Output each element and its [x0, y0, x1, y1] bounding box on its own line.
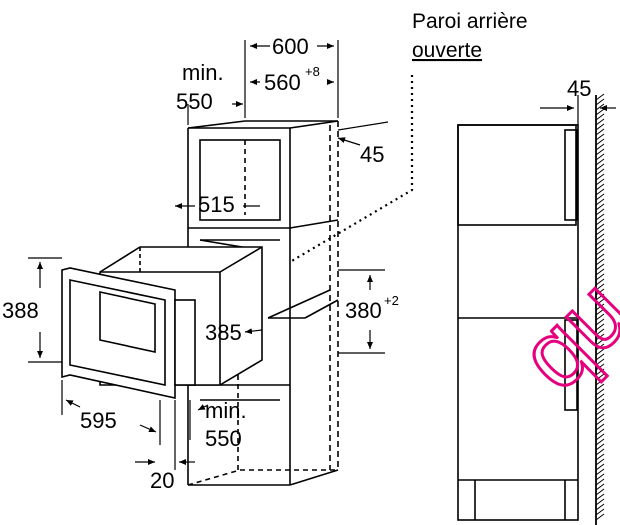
dim-min-bottom-value: 550	[205, 426, 242, 451]
side-view-cabinet	[457, 124, 579, 521]
dim-595: 595	[80, 408, 117, 433]
dim-20: 20	[150, 468, 174, 493]
dim-45-top: 45	[360, 142, 384, 167]
dim-min-top-value: 550	[176, 89, 213, 114]
wall-hatching	[595, 93, 605, 525]
open-back-leader	[289, 75, 414, 263]
side-dimension	[540, 95, 616, 125]
dim-min-bottom-label: min.	[205, 398, 247, 423]
dim-388: 388	[2, 298, 39, 323]
dim-560: 560	[264, 70, 301, 95]
dim-385: 385	[205, 320, 242, 345]
watermark-text: qu	[499, 259, 620, 410]
dim-45-side: 45	[567, 76, 591, 101]
dim-min-top-label: min.	[182, 60, 224, 85]
dim-600: 600	[272, 34, 309, 59]
open-back-label-line2: ouverte	[412, 39, 482, 62]
dimension-lines	[28, 40, 389, 470]
dim-380-tolerance: +2	[384, 293, 399, 308]
open-back-label-line1: Paroi arrière	[412, 10, 528, 33]
microwave	[61, 246, 263, 399]
tall-cabinet	[187, 120, 339, 486]
dim-380: 380	[345, 298, 382, 323]
dim-515: 515	[198, 192, 235, 217]
dim-560-tolerance: +8	[305, 64, 320, 79]
